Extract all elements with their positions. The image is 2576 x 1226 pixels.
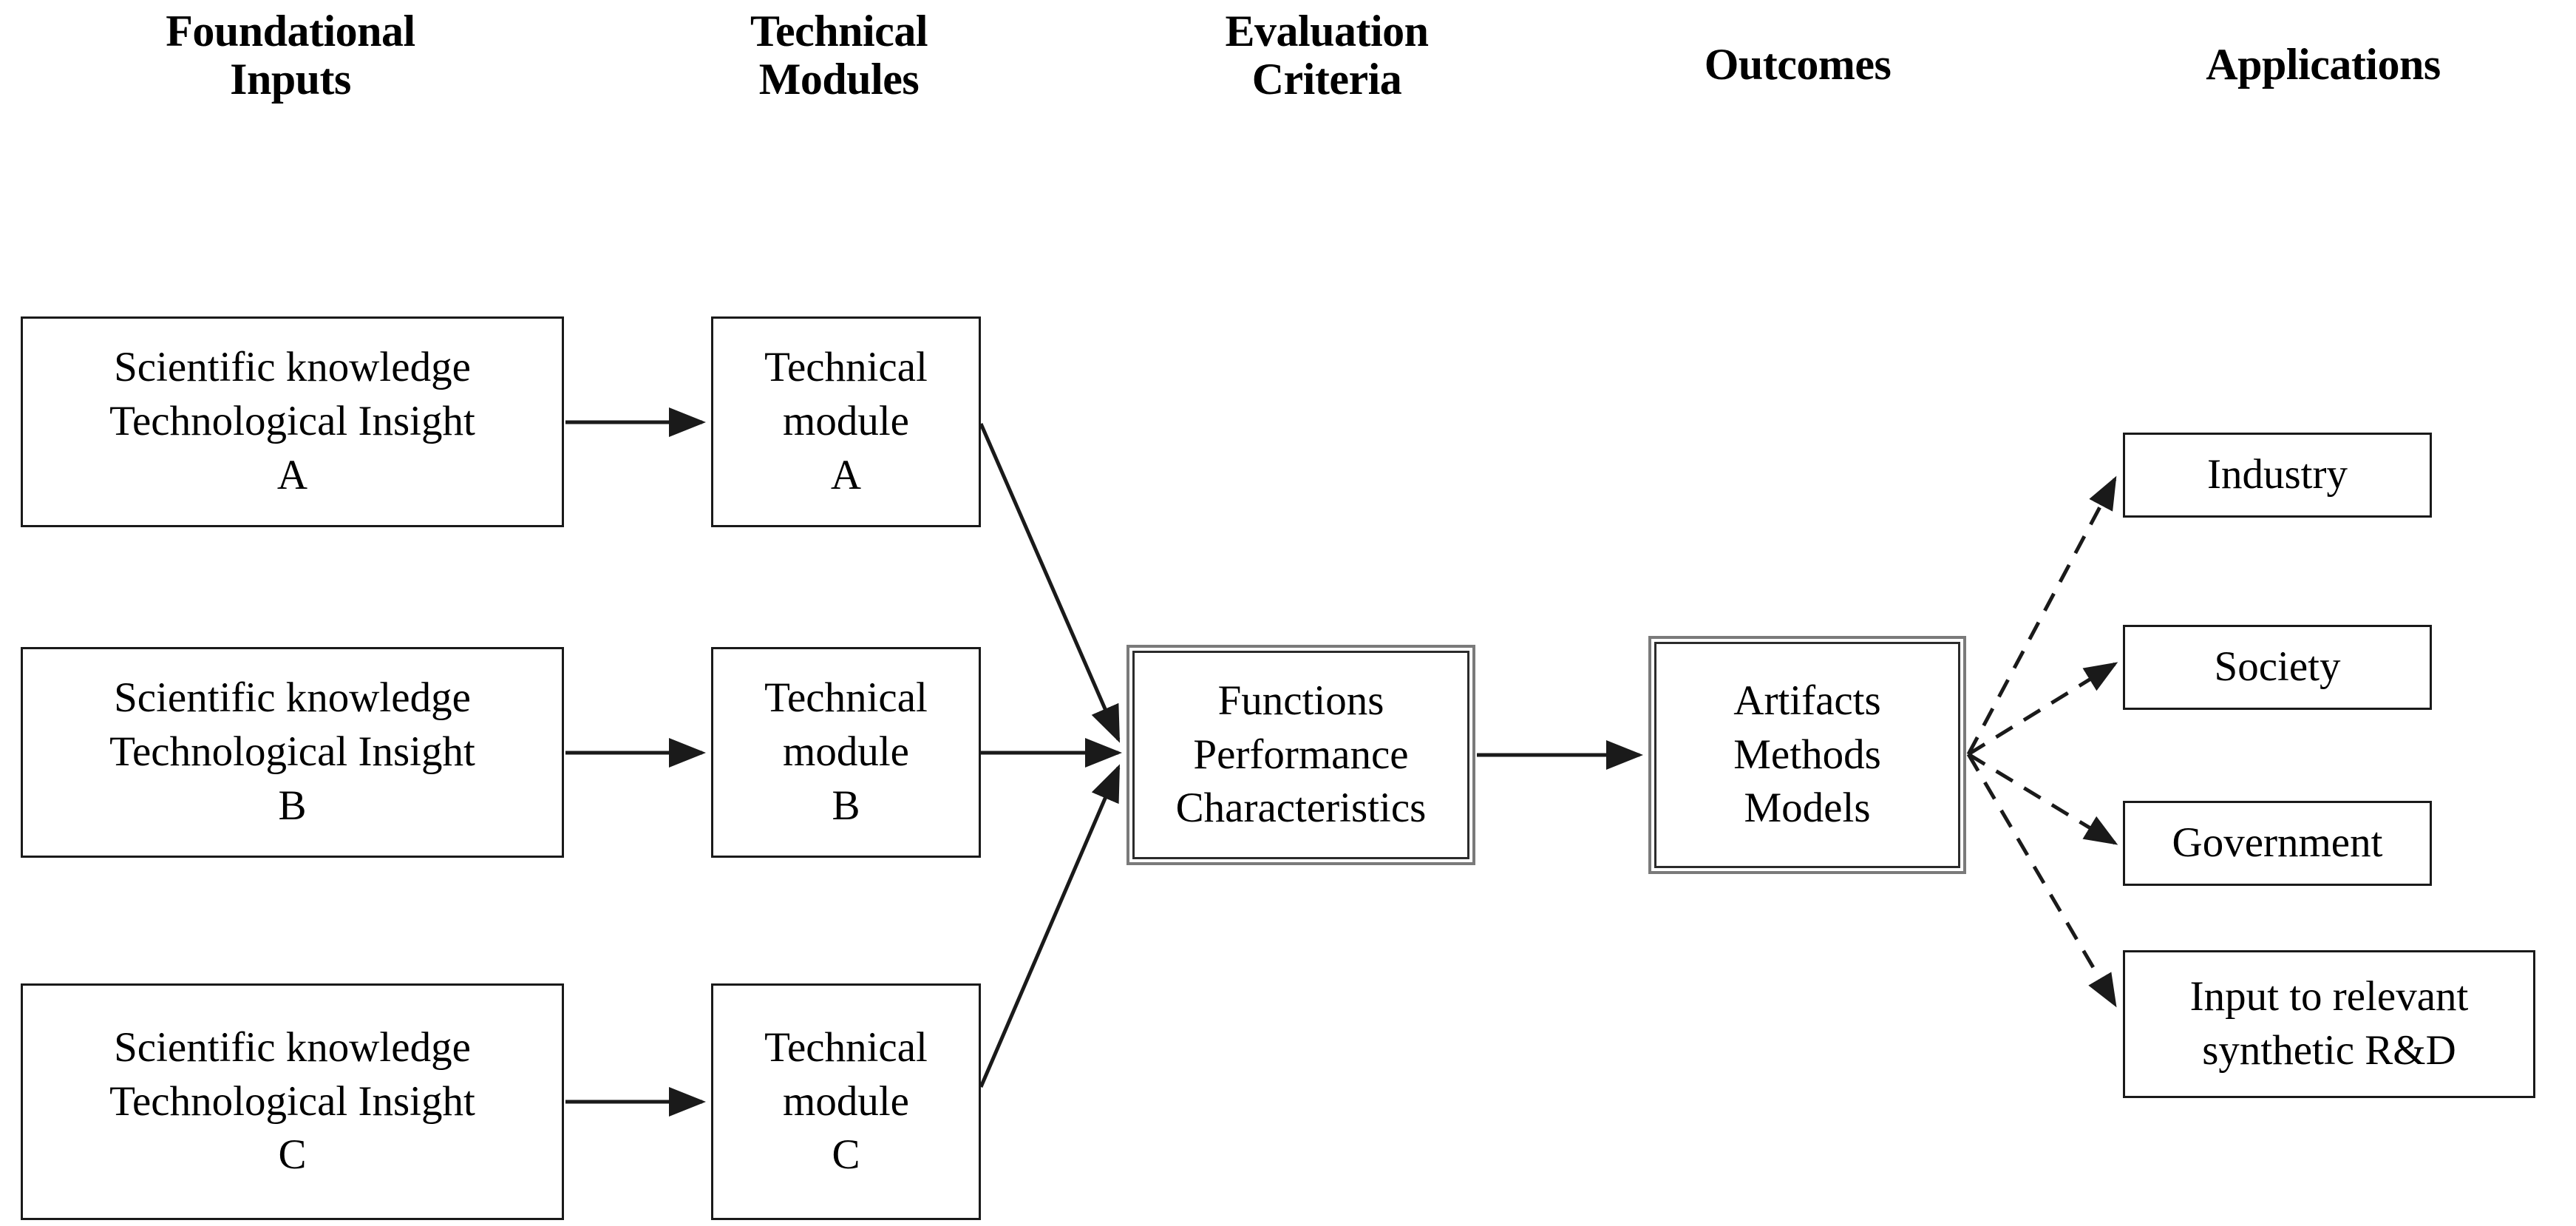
edge-module-c-to-criteria — [979, 764, 1121, 1088]
technical-module-a-box[interactable]: Technical module A — [711, 316, 981, 527]
edge-module-a-to-criteria — [979, 423, 1121, 743]
input-a-box[interactable]: Scientific knowledge Technological Insig… — [21, 316, 564, 527]
edge-outcome-to-industry — [1966, 475, 2117, 756]
column-header-outcomes: Outcomes — [1704, 40, 1892, 89]
edge-outcome-to-synthetic-rnd — [1966, 753, 2117, 1008]
column-header-technical-modules: Technical Modules — [750, 7, 928, 104]
application-industry-box[interactable]: Industry — [2123, 433, 2432, 518]
input-c-box[interactable]: Scientific knowledge Technological Insig… — [21, 983, 564, 1220]
evaluation-criteria-box[interactable]: Functions Performance Characteristics — [1126, 645, 1475, 865]
column-header-evaluation-criteria: Evaluation Criteria — [1225, 7, 1429, 104]
input-b-box[interactable]: Scientific knowledge Technological Insig… — [21, 647, 564, 858]
outcomes-box[interactable]: Artifacts Methods Models — [1648, 636, 1966, 874]
technical-module-c-box[interactable]: Technical module C — [711, 983, 981, 1220]
technical-module-b-box[interactable]: Technical module B — [711, 647, 981, 858]
application-government-box[interactable]: Government — [2123, 801, 2432, 886]
application-synthetic-rnd-box[interactable]: Input to relevant synthetic R&D — [2123, 950, 2535, 1098]
edge-outcome-to-society — [1967, 662, 2118, 756]
edge-outcome-to-government — [1967, 752, 2118, 845]
column-header-foundational-inputs: Foundational Inputs — [166, 7, 415, 104]
application-society-box[interactable]: Society — [2123, 625, 2432, 710]
column-header-applications: Applications — [2206, 40, 2441, 89]
